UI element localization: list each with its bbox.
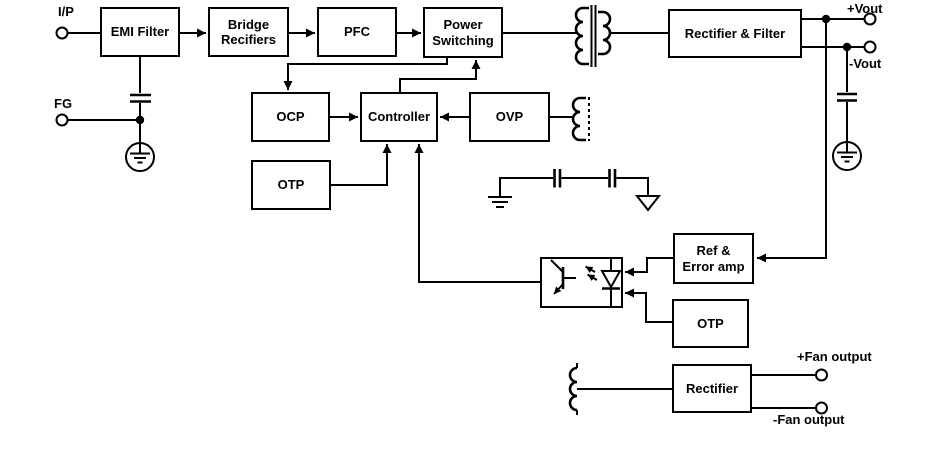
main-power-path-wires — [68, 18, 864, 48]
block-otp-secondary: OTP — [672, 299, 749, 348]
label-input-terminal: I/P — [58, 4, 74, 19]
block-ocp: OCP — [251, 92, 330, 142]
fan-winding-icon — [568, 363, 578, 415]
fan-output-wires — [577, 368, 828, 415]
protective-earth-icon — [125, 142, 155, 172]
block-emi-filter-label: EMI Filter — [110, 24, 170, 40]
block-rectifier-filter-label: Rectifier & Filter — [684, 25, 786, 41]
block-fan-rectifier-label: Rectifier — [685, 380, 739, 396]
block-ref-error-amp-label-2: Error amp — [682, 258, 745, 274]
block-power-switching: Power Switching — [423, 7, 503, 58]
block-otp-primary-label: OTP — [277, 177, 305, 193]
label-vout-minus: -Vout — [849, 56, 882, 71]
optocoupler-icon — [540, 257, 623, 308]
input-terminal-icon — [55, 26, 69, 40]
block-power-switching-label-2: Switching — [432, 32, 494, 48]
block-bridge-rectifiers-label-1: Bridge — [227, 16, 270, 32]
label-fan-output-plus: +Fan output — [797, 349, 872, 364]
block-bridge-rectifiers: Bridge Recifiers — [208, 7, 289, 57]
block-ocp-label: OCP — [276, 109, 305, 125]
block-ref-error-amp: Ref & Error amp — [673, 233, 754, 284]
block-controller: Controller — [360, 92, 438, 142]
control-wires — [283, 58, 574, 283]
block-power-switching-label-1: Power — [443, 17, 483, 33]
aux-winding-icon — [571, 96, 590, 142]
fg-terminal-icon — [55, 113, 140, 127]
block-otp-secondary-label: OTP — [697, 315, 724, 331]
main-transformer-icon — [574, 5, 612, 67]
label-vout-plus: +Vout — [847, 1, 883, 16]
block-ref-error-amp-label-1: Ref & — [696, 243, 731, 259]
block-ovp-label: OVP — [495, 109, 524, 125]
y-capacitor-network-icon — [488, 169, 662, 212]
block-ovp: OVP — [469, 92, 550, 142]
block-pfc: PFC — [317, 7, 397, 57]
block-otp-primary: OTP — [251, 160, 331, 210]
emi-ground-capacitor-icon — [130, 57, 151, 143]
output-protective-earth-icon — [832, 141, 862, 171]
feedback-wires — [625, 257, 673, 323]
output-wires — [757, 12, 877, 263]
label-fg-terminal: FG — [54, 96, 73, 111]
block-bridge-rectifiers-label-2: Recifiers — [221, 32, 276, 47]
block-pfc-label: PFC — [344, 24, 370, 40]
block-emi-filter: EMI Filter — [100, 7, 180, 57]
block-controller-label: Controller — [367, 109, 431, 125]
block-rectifier-filter: Rectifier & Filter — [668, 9, 802, 58]
label-fan-output-minus: -Fan output — [773, 412, 845, 427]
block-fan-rectifier: Rectifier — [672, 364, 752, 413]
output-capacitor-icon — [837, 49, 857, 142]
